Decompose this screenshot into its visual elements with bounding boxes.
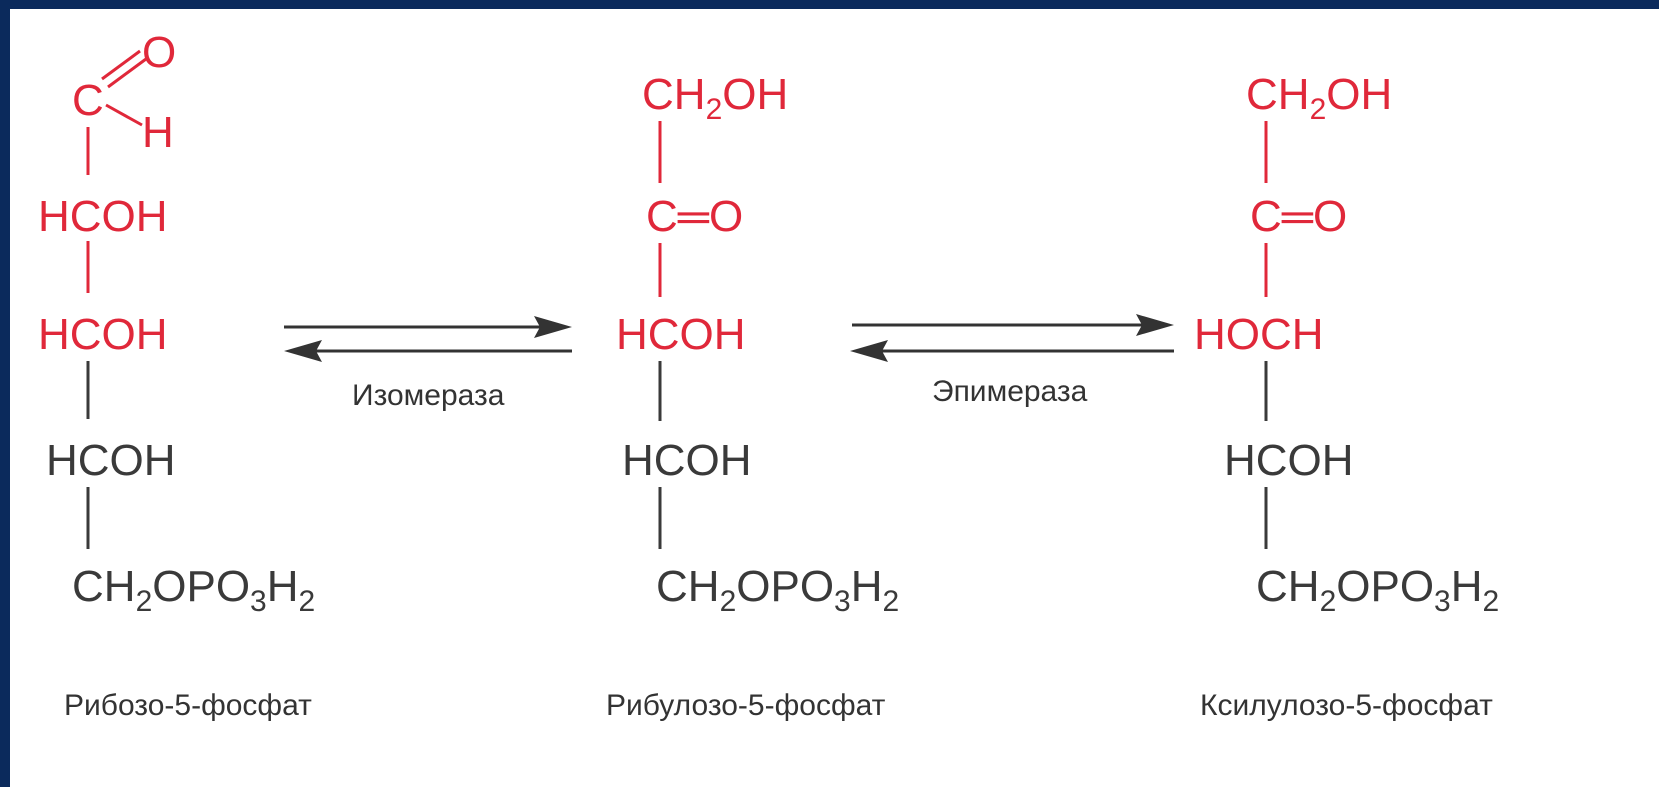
c2-keto: C═O xyxy=(646,192,743,241)
c4-hcoh: HCOH xyxy=(46,436,176,485)
ribulose-5-phosphate: CH2OH C═O HCOH HCOH CH2OPO3H2 Рибулозо-5… xyxy=(606,70,899,722)
c1-ch2oh: CH2OH xyxy=(642,70,788,126)
c5-ch2opo3h2: CH2OPO3H2 xyxy=(1256,562,1499,618)
reverse-arrow-head xyxy=(284,340,322,362)
pentose-phosphate-scheme: C O H HCOH HCOH HCOH CH2OPO3H2 Рибозо-5-… xyxy=(38,28,1499,722)
double-bond-line-1 xyxy=(101,49,141,81)
c1-hydrogen: H xyxy=(142,108,174,157)
compound-name: Ксилулозо-5-фосфат xyxy=(1200,689,1493,722)
c2-hcoh: HCOH xyxy=(38,192,168,241)
reaction-epimerase: Эпимераза xyxy=(850,314,1174,408)
single-bond-h xyxy=(105,103,143,127)
diagram-canvas: C O H HCOH HCOH HCOH CH2OPO3H2 Рибозо-5-… xyxy=(10,9,1659,787)
ribose-5-phosphate: C O H HCOH HCOH HCOH CH2OPO3H2 Рибозо-5-… xyxy=(38,28,315,722)
enzyme-label: Изомераза xyxy=(352,379,505,412)
c3-hoch: HOCH xyxy=(1194,310,1324,359)
forward-arrow-head xyxy=(534,316,572,338)
reverse-arrow-head xyxy=(850,340,888,362)
c4-hcoh: HCOH xyxy=(622,436,752,485)
forward-arrow-head xyxy=(1136,314,1174,336)
xylulose-5-phosphate: CH2OH C═O HOCH HCOH CH2OPO3H2 Ксилулозо-… xyxy=(1194,70,1499,722)
c2-keto: C═O xyxy=(1250,192,1347,241)
enzyme-label: Эпимераза xyxy=(932,375,1088,408)
reaction-isomerase: Изомераза xyxy=(284,316,572,412)
c5-ch2opo3h2: CH2OPO3H2 xyxy=(72,562,315,618)
c5-ch2opo3h2: CH2OPO3H2 xyxy=(656,562,899,618)
double-bond-line-2 xyxy=(107,57,147,89)
c1-ch2oh: CH2OH xyxy=(1246,70,1392,126)
compound-name: Рибозо-5-фосфат xyxy=(64,689,312,722)
c1-oxygen: O xyxy=(142,28,176,77)
c1-carbon: C xyxy=(72,76,104,125)
c3-hcoh: HCOH xyxy=(38,310,168,359)
c4-hcoh: HCOH xyxy=(1224,436,1354,485)
c3-hcoh: HCOH xyxy=(616,310,746,359)
compound-name: Рибулозо-5-фосфат xyxy=(606,689,886,722)
